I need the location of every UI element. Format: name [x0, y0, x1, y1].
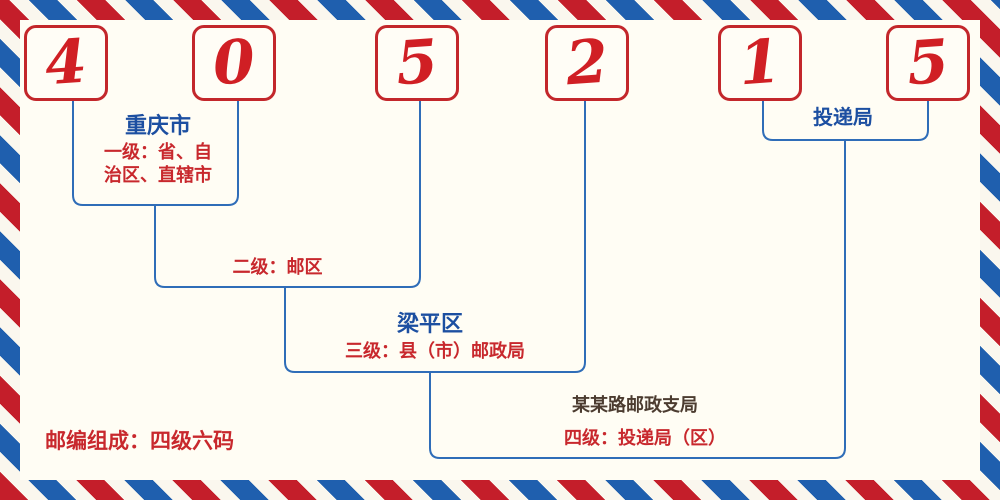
level3-name: 梁平区 [396, 311, 463, 336]
digit-box-4: 2 [545, 25, 629, 101]
digit-5: 1 [736, 26, 784, 100]
digit-6: 5 [904, 26, 952, 100]
digit-2: 0 [210, 26, 258, 100]
footer-note: 邮编组成：四级六码 [45, 430, 234, 453]
digit-3: 5 [393, 26, 441, 100]
digit-4: 2 [563, 26, 611, 100]
level1-description: 一级：省、自 治区、直辖市 [104, 142, 212, 186]
digit-1: 4 [42, 26, 90, 100]
connector-level4-bracket [429, 140, 846, 459]
level4-name: 某某路邮政支局 [572, 395, 698, 415]
level1-name: 重庆市 [124, 113, 191, 138]
digit-box-1: 4 [24, 25, 108, 101]
digit-box-5: 1 [718, 25, 802, 101]
level4-description: 四级：投递局（区） [564, 428, 726, 448]
delivery-office-label: 投递局 [813, 107, 873, 129]
diagram-canvas: 4 0 5 2 1 5 重庆市 一级：省、自 治区、直辖市 二级：邮区 梁平区 … [20, 20, 980, 480]
connector-level3-bracket [284, 100, 586, 373]
connector-lines [72, 100, 929, 459]
level3-description: 三级：县（市）邮政局 [345, 341, 525, 361]
level2-description: 二级：邮区 [232, 257, 323, 277]
digit-box-6: 5 [886, 25, 970, 101]
connector-delivery-bracket [762, 100, 929, 141]
connector-level2-bracket [154, 100, 421, 288]
digit-box-2: 0 [192, 25, 276, 101]
digit-box-3: 5 [375, 25, 459, 101]
